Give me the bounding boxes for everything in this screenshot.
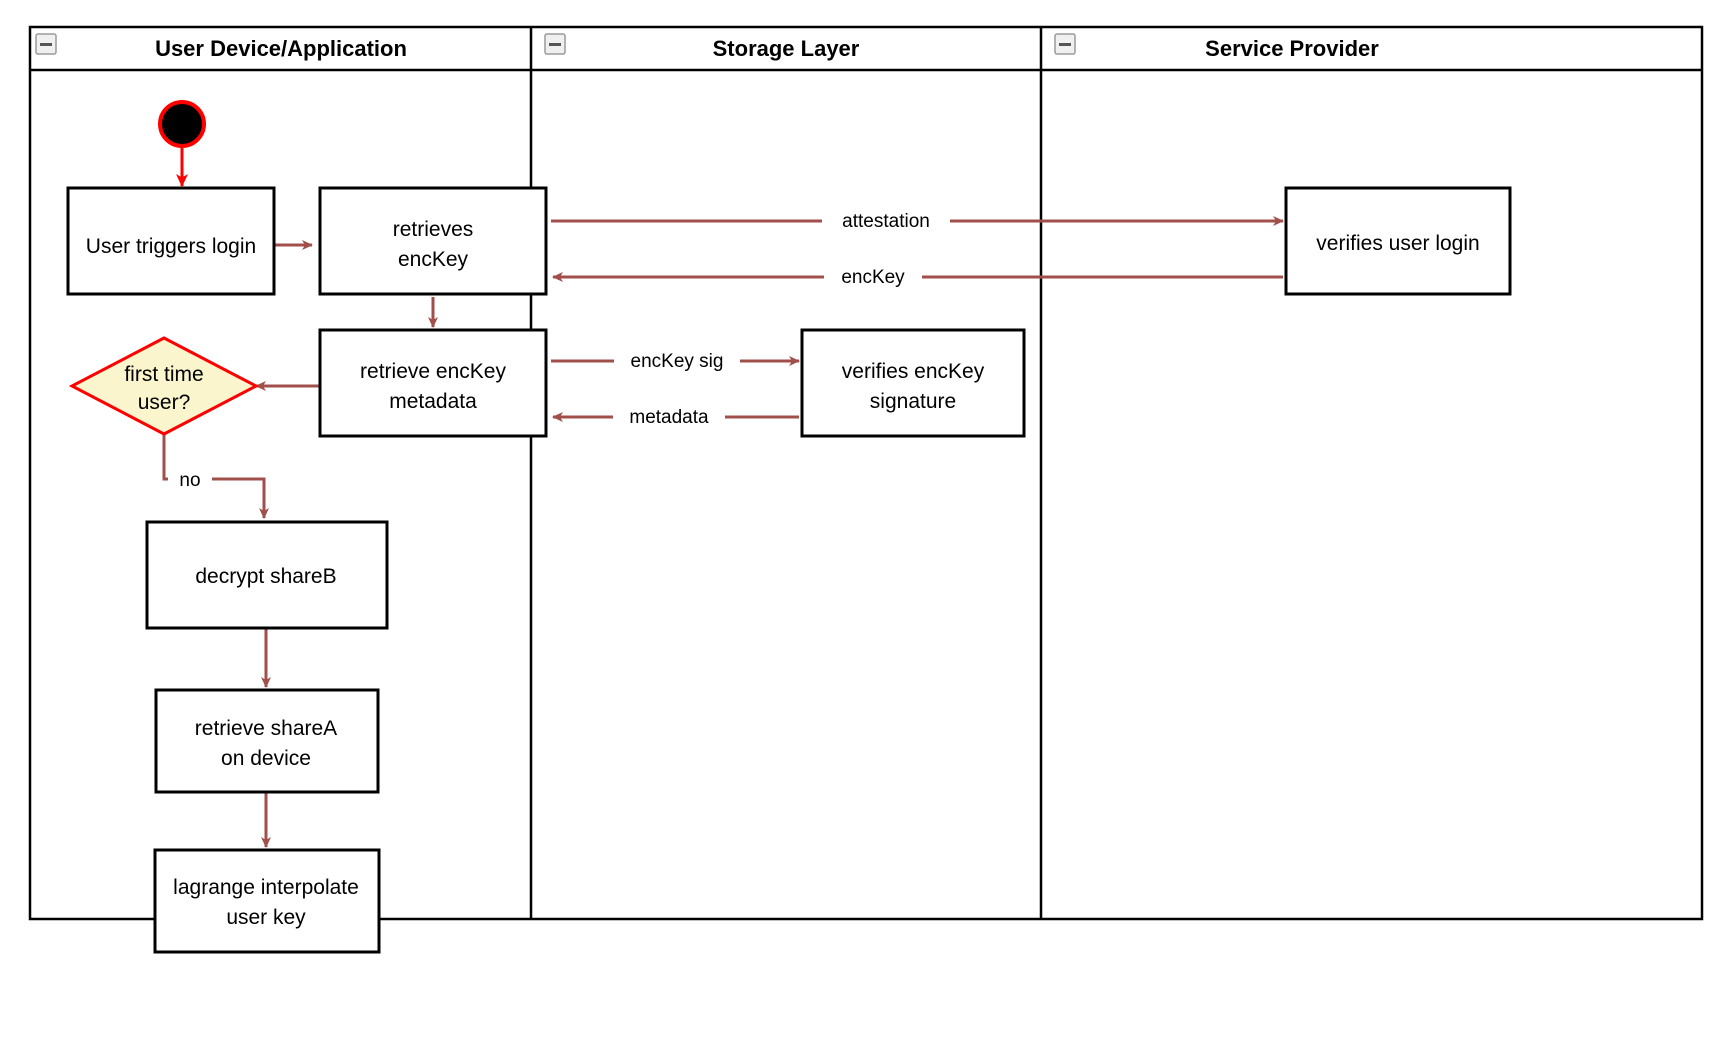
node-box[interactable] — [800, 328, 1026, 438]
node-label-line1: lagrange interpolate — [173, 876, 359, 899]
lane-header-storage[interactable]: Storage Layer — [544, 33, 860, 61]
start-node-icon[interactable] — [158, 100, 206, 148]
collapse-minus-icon-bar — [1059, 43, 1071, 46]
node-retrieve-sharea-on-device[interactable]: retrieve shareA on device — [154, 688, 380, 794]
node-verifies-user-login[interactable]: verifies user login — [1284, 186, 1512, 296]
node-label-line1: retrieve encKey — [360, 360, 506, 383]
edge-metadata-return: metadata — [552, 403, 799, 429]
node-label-line1: retrieve shareA — [195, 717, 337, 740]
node-label-line2: user key — [226, 906, 306, 929]
node-label: User triggers login — [86, 235, 256, 258]
edge-label-enckey-sig: encKey sig — [631, 351, 724, 372]
node-box[interactable] — [318, 186, 548, 296]
node-start[interactable] — [158, 100, 206, 148]
node-lagrange-interpolate-user-key[interactable]: lagrange interpolate user key — [153, 848, 381, 954]
node-box[interactable] — [145, 520, 389, 630]
edge-label-metadata: metadata — [629, 407, 709, 428]
node-label-line2: encKey — [398, 248, 469, 271]
node-label-line1: verifies encKey — [842, 360, 985, 383]
edge-label-bg — [614, 347, 740, 373]
node-first-time-user[interactable]: first time user? — [68, 336, 260, 436]
edge-enckey-return: encKey — [552, 263, 1283, 289]
node-user-triggers-login[interactable]: User triggers login — [66, 186, 276, 296]
node-box[interactable] — [318, 328, 548, 438]
node-decrypt-shareb[interactable]: decrypt shareB — [145, 520, 389, 630]
node-box[interactable] — [153, 848, 381, 954]
decision-diamond[interactable] — [68, 336, 260, 436]
node-box[interactable] — [66, 186, 276, 296]
node-label: decrypt shareB — [195, 565, 336, 588]
lane-header-service[interactable]: Service Provider — [1054, 33, 1379, 61]
node-box[interactable] — [154, 688, 380, 794]
node-label-line2: on device — [221, 747, 311, 770]
edge-label-bg — [613, 403, 725, 429]
edge-attestation: attestation — [551, 207, 1284, 233]
collapse-minus-icon-bar — [549, 43, 561, 46]
node-label-line1: retrieves — [393, 218, 474, 241]
lane-title-storage: Storage Layer — [713, 36, 860, 61]
edge-decision-no: no — [162, 418, 269, 519]
lane-container — [28, 25, 1704, 921]
lane-title-service: Service Provider — [1205, 36, 1379, 61]
edge-enckey-sig: encKey sig — [551, 347, 800, 373]
node-retrieves-enckey[interactable]: retrieves encKey — [318, 186, 548, 296]
node-label-line2: signature — [870, 390, 956, 413]
edge-label-bg — [168, 466, 212, 492]
edge-label-no: no — [179, 470, 200, 491]
node-label-line2: metadata — [389, 390, 477, 413]
lane-title-user: User Device/Application — [155, 36, 407, 61]
lane-outer-frame — [28, 25, 1704, 921]
lane-header-user[interactable]: User Device/Application — [35, 33, 407, 61]
node-verifies-enckey-signature[interactable]: verifies encKey signature — [800, 328, 1026, 438]
edge-label-enckey: encKey — [841, 267, 905, 288]
edge-label-bg — [824, 263, 922, 289]
node-label-line2: user? — [138, 391, 191, 414]
collapse-minus-icon-bar — [40, 43, 52, 46]
edge-label-bg — [822, 207, 950, 233]
node-box[interactable] — [1284, 186, 1512, 296]
node-label-line1: first time — [124, 363, 203, 386]
node-retrieve-enckey-metadata[interactable]: retrieve encKey metadata — [318, 328, 548, 438]
node-label: verifies user login — [1316, 232, 1479, 255]
edge-label-attestation: attestation — [842, 211, 930, 232]
